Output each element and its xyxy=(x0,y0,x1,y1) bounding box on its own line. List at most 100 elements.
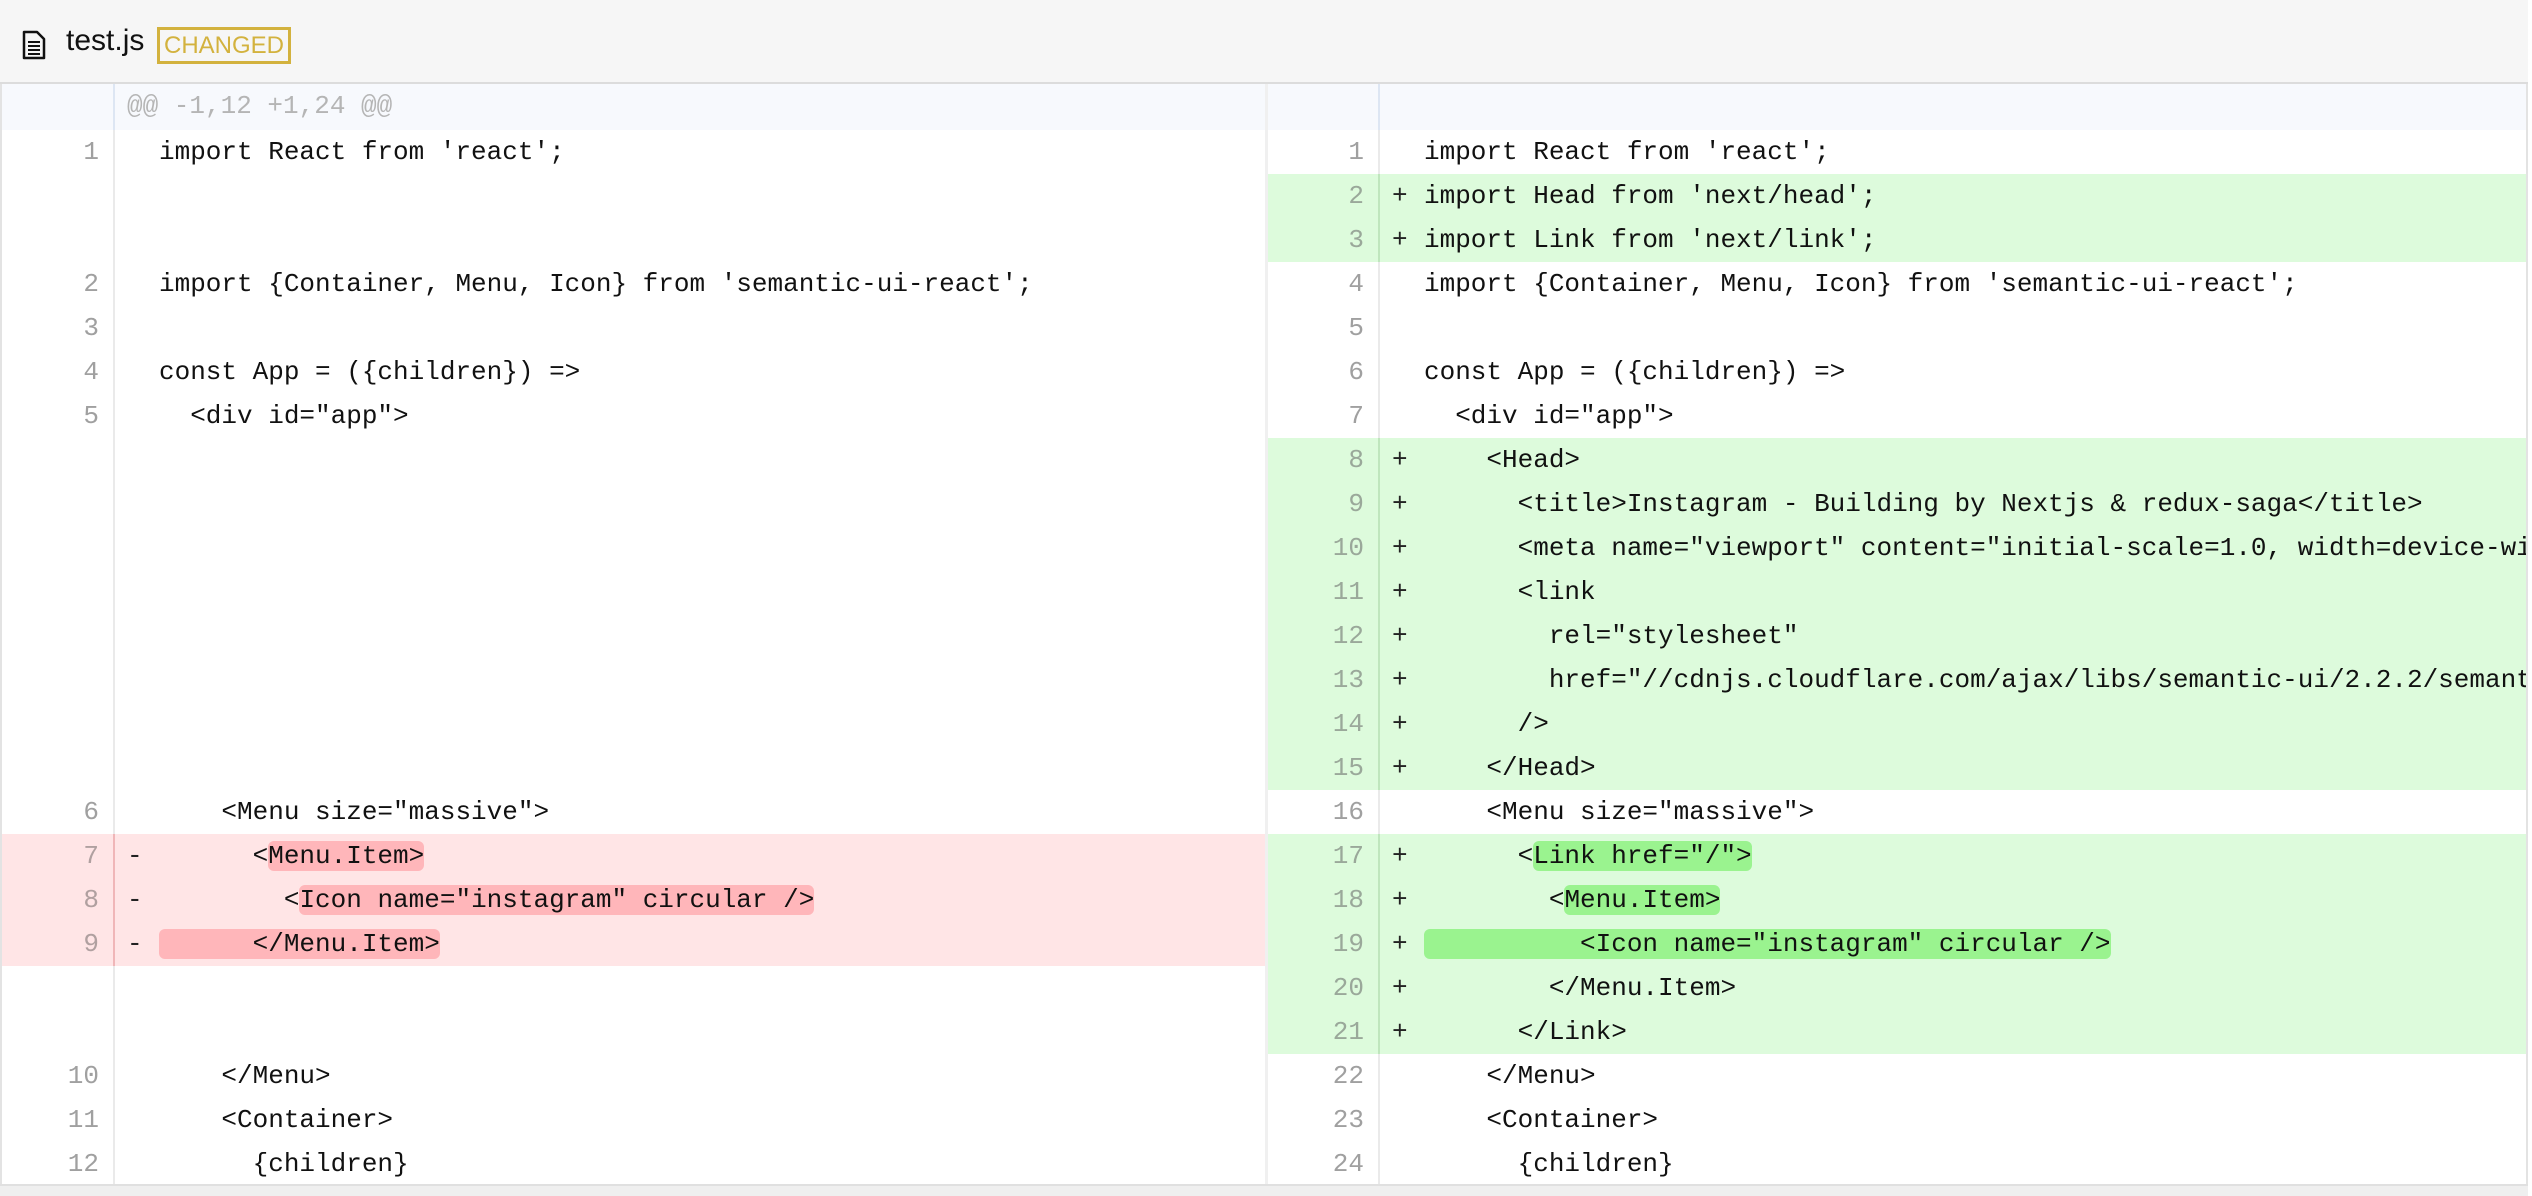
left-line-number[interactable]: 6 xyxy=(2,790,115,834)
right-line-number[interactable]: 7 xyxy=(1268,394,1380,438)
right-line-number[interactable]: 16 xyxy=(1268,790,1380,834)
left-line-number[interactable] xyxy=(2,174,115,218)
left-code-line: </Menu> xyxy=(115,1054,1265,1098)
left-line-number[interactable] xyxy=(2,526,115,570)
code-text: import React from 'react'; xyxy=(159,137,565,167)
right-line-number[interactable]: 3 xyxy=(1268,218,1380,262)
left-line-number[interactable] xyxy=(2,702,115,746)
right-line-number[interactable]: 22 xyxy=(1268,1054,1380,1098)
right-line-number[interactable]: 4 xyxy=(1268,262,1380,306)
right-line-number[interactable]: 18 xyxy=(1268,878,1380,922)
left-line-number[interactable]: 3 xyxy=(2,306,115,350)
diff-marker-none xyxy=(115,130,159,174)
right-line-number[interactable]: 10 xyxy=(1268,526,1380,570)
right-line-number[interactable]: 23 xyxy=(1268,1098,1380,1142)
diff-marker-plus: + xyxy=(1392,665,1408,695)
right-line-number[interactable]: 19 xyxy=(1268,922,1380,966)
diff-marker-plus: + xyxy=(1392,885,1408,915)
split-divider xyxy=(1265,350,1268,394)
right-code-line: const App = ({children}) => xyxy=(1380,350,2526,394)
diff-marker-plus: + xyxy=(1392,753,1408,783)
left-line-number[interactable]: 4 xyxy=(2,350,115,394)
left-line-number[interactable] xyxy=(2,614,115,658)
right-line-number[interactable]: 14 xyxy=(1268,702,1380,746)
right-line-number[interactable]: 15 xyxy=(1268,746,1380,790)
diff-marker-none xyxy=(1380,350,1424,394)
diff-marker-plus: + xyxy=(1392,621,1408,651)
right-line-number[interactable]: 5 xyxy=(1268,306,1380,350)
left-line-number[interactable]: 9 xyxy=(2,922,115,966)
right-line-number[interactable]: 13 xyxy=(1268,658,1380,702)
right-line-number[interactable]: 1 xyxy=(1268,130,1380,174)
left-line-number[interactable] xyxy=(2,966,115,1010)
diff-row: 4 const App = ({children}) => 6 const App… xyxy=(2,350,2526,394)
left-line-number[interactable]: 5 xyxy=(2,394,115,438)
file-header: test.js CHANGED xyxy=(0,0,2528,84)
split-divider xyxy=(1265,658,1268,702)
left-line-number[interactable] xyxy=(2,570,115,614)
code-text: <title>Instagram - Building by Nextjs & … xyxy=(1424,489,2423,519)
left-code-line: {children} xyxy=(115,1142,1265,1186)
left-code-line xyxy=(115,614,1265,658)
right-line-number[interactable]: 11 xyxy=(1268,570,1380,614)
diff-row: 15+ </Head> xyxy=(2,746,2526,790)
left-line-number[interactable]: 2 xyxy=(2,262,115,306)
changed-text-highlight: Icon name="instagram" circular /> xyxy=(299,885,815,915)
right-line-number[interactable]: 6 xyxy=(1268,350,1380,394)
right-line-number[interactable]: 20 xyxy=(1268,966,1380,1010)
code-text: <Menu size="massive"> xyxy=(1424,797,1815,827)
left-code-line: - <Menu.Item> xyxy=(115,834,1265,878)
right-line-number[interactable]: 21 xyxy=(1268,1010,1380,1054)
left-code-line xyxy=(115,702,1265,746)
left-line-number[interactable]: 8 xyxy=(2,878,115,922)
left-line-number[interactable] xyxy=(2,746,115,790)
code-text: <Container> xyxy=(1424,1105,1659,1135)
split-divider xyxy=(1265,482,1268,526)
split-divider xyxy=(1265,614,1268,658)
code-text: const App = ({children}) => xyxy=(1424,357,1846,387)
diff-row: 11 <Container>23 <Container> xyxy=(2,1098,2526,1142)
left-line-number[interactable]: 11 xyxy=(2,1098,115,1142)
left-line-number[interactable] xyxy=(2,438,115,482)
left-line-number[interactable] xyxy=(2,1010,115,1054)
diff-marker-plus: + xyxy=(1392,489,1408,519)
left-line-number[interactable]: 12 xyxy=(2,1142,115,1186)
split-divider xyxy=(1265,966,1268,1010)
horizontal-scrollbar[interactable] xyxy=(0,1184,2528,1196)
right-line-number[interactable]: 9 xyxy=(1268,482,1380,526)
code-text: const App = ({children}) => xyxy=(159,357,581,387)
right-code-line: + <meta name="viewport" content="initial… xyxy=(1380,526,2526,570)
diff-row: 14+ /> xyxy=(2,702,2526,746)
diff-row: 10 </Menu>22 </Menu> xyxy=(2,1054,2526,1098)
split-divider xyxy=(1265,1098,1268,1142)
right-line-number[interactable]: 2 xyxy=(1268,174,1380,218)
code-text: <div id="app"> xyxy=(159,401,409,431)
changed-badge: CHANGED xyxy=(157,27,292,64)
right-line-number[interactable]: 24 xyxy=(1268,1142,1380,1186)
left-line-number[interactable]: 1 xyxy=(2,130,115,174)
left-line-number[interactable] xyxy=(2,218,115,262)
right-line-number[interactable]: 17 xyxy=(1268,834,1380,878)
right-line-number[interactable]: 12 xyxy=(1268,614,1380,658)
right-code-line: import {Container, Menu, Icon} from 'sem… xyxy=(1380,262,2526,306)
diff-marker-plus: + xyxy=(1392,929,1408,959)
split-divider xyxy=(1265,130,1268,174)
file-name[interactable]: test.js xyxy=(66,24,145,57)
diff-marker-none xyxy=(115,350,159,394)
left-line-number[interactable] xyxy=(2,658,115,702)
diff-marker-none xyxy=(1380,1098,1424,1142)
right-code-line: + <Head> xyxy=(1380,438,2526,482)
code-text: < xyxy=(159,841,269,871)
code-text: <Head> xyxy=(1424,445,1581,475)
left-line-number[interactable] xyxy=(2,482,115,526)
diff-row: 1 import React from 'react';1 import Rea… xyxy=(2,130,2526,174)
left-line-number[interactable]: 7 xyxy=(2,834,115,878)
code-text: href="//cdnjs.cloudflare.com/ajax/libs/s… xyxy=(1424,665,2526,695)
left-code-line xyxy=(115,218,1265,262)
left-line-number[interactable]: 10 xyxy=(2,1054,115,1098)
diff-row: 21+ </Link> xyxy=(2,1010,2526,1054)
left-code-line: import React from 'react'; xyxy=(115,130,1265,174)
right-line-number[interactable]: 8 xyxy=(1268,438,1380,482)
left-code-line: <div id="app"> xyxy=(115,394,1265,438)
right-code-line: <Menu size="massive"> xyxy=(1380,790,2526,834)
